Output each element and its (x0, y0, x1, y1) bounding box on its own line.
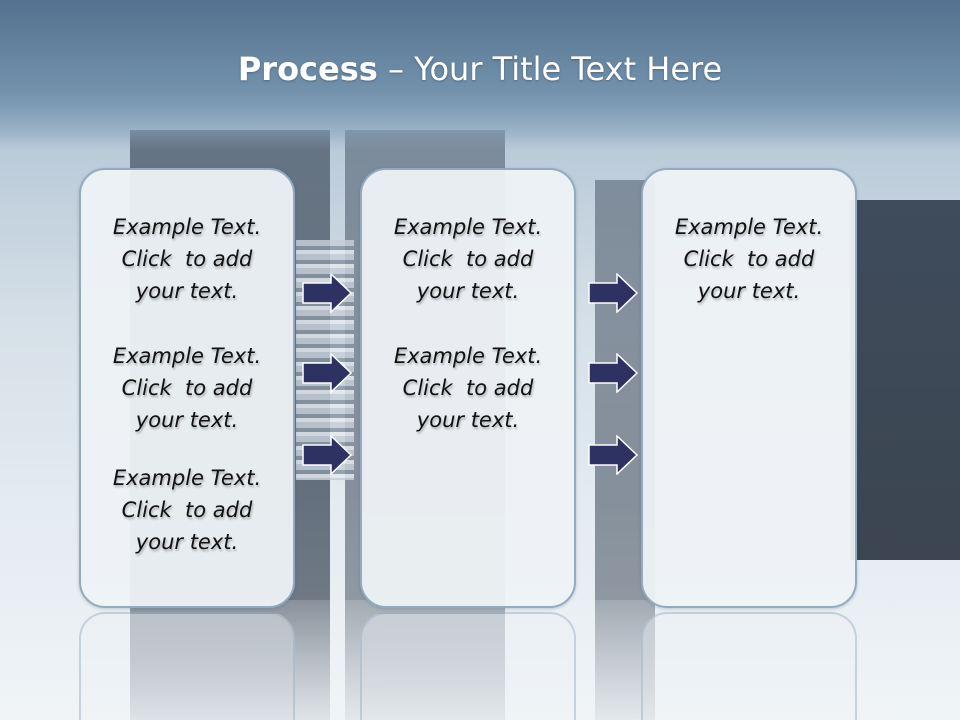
floor-image (0, 600, 960, 720)
right-arrow-icon (302, 273, 352, 313)
text-line: Click to add (683, 247, 815, 271)
text-line: Click to add (121, 498, 253, 522)
text-line: Example Text. (112, 215, 262, 239)
process-box-1[interactable] (79, 168, 295, 608)
right-arrow-icon (302, 435, 352, 475)
text-line: Example Text. (393, 344, 543, 368)
text-line: Click to add (121, 247, 253, 271)
text-line: Click to add (402, 376, 534, 400)
text-line: Example Text. (112, 344, 262, 368)
title-rest: – Your Title Text Here (387, 50, 723, 88)
text-line: your text. (416, 279, 520, 303)
text-block[interactable]: Example Text. Click to add your text. (79, 340, 295, 436)
text-line: Example Text. (112, 466, 262, 490)
slide-title[interactable]: Process – Your Title Text Here (0, 50, 960, 88)
text-block[interactable]: Example Text. Click to add your text. (360, 211, 576, 307)
right-arrow-icon (302, 353, 352, 393)
text-line: Example Text. (674, 215, 824, 239)
text-line: Example Text. (393, 215, 543, 239)
cable-bundle-image (296, 240, 354, 480)
text-block[interactable]: Example Text. Click to add your text. (79, 462, 295, 558)
title-bold: Process (237, 50, 378, 88)
text-line: your text. (697, 279, 801, 303)
text-line: Click to add (121, 376, 253, 400)
box-reflection (360, 612, 576, 720)
right-arrow-icon (588, 273, 638, 313)
process-box-3[interactable] (641, 168, 857, 608)
text-block[interactable]: Example Text. Click to add your text. (360, 340, 576, 436)
text-block[interactable]: Example Text. Click to add your text. (79, 211, 295, 307)
box-reflection (641, 612, 857, 720)
text-line: your text. (135, 408, 239, 432)
right-arrow-icon (588, 353, 638, 393)
text-block[interactable]: Example Text. Click to add your text. (641, 211, 857, 307)
right-arrow-icon (588, 435, 638, 475)
server-rack-image (850, 200, 960, 560)
title-bar (0, 0, 960, 150)
process-box-2[interactable] (360, 168, 576, 608)
text-line: your text. (416, 408, 520, 432)
text-line: your text. (135, 530, 239, 554)
text-line: your text. (135, 279, 239, 303)
text-line: Click to add (402, 247, 534, 271)
box-reflection (79, 612, 295, 720)
